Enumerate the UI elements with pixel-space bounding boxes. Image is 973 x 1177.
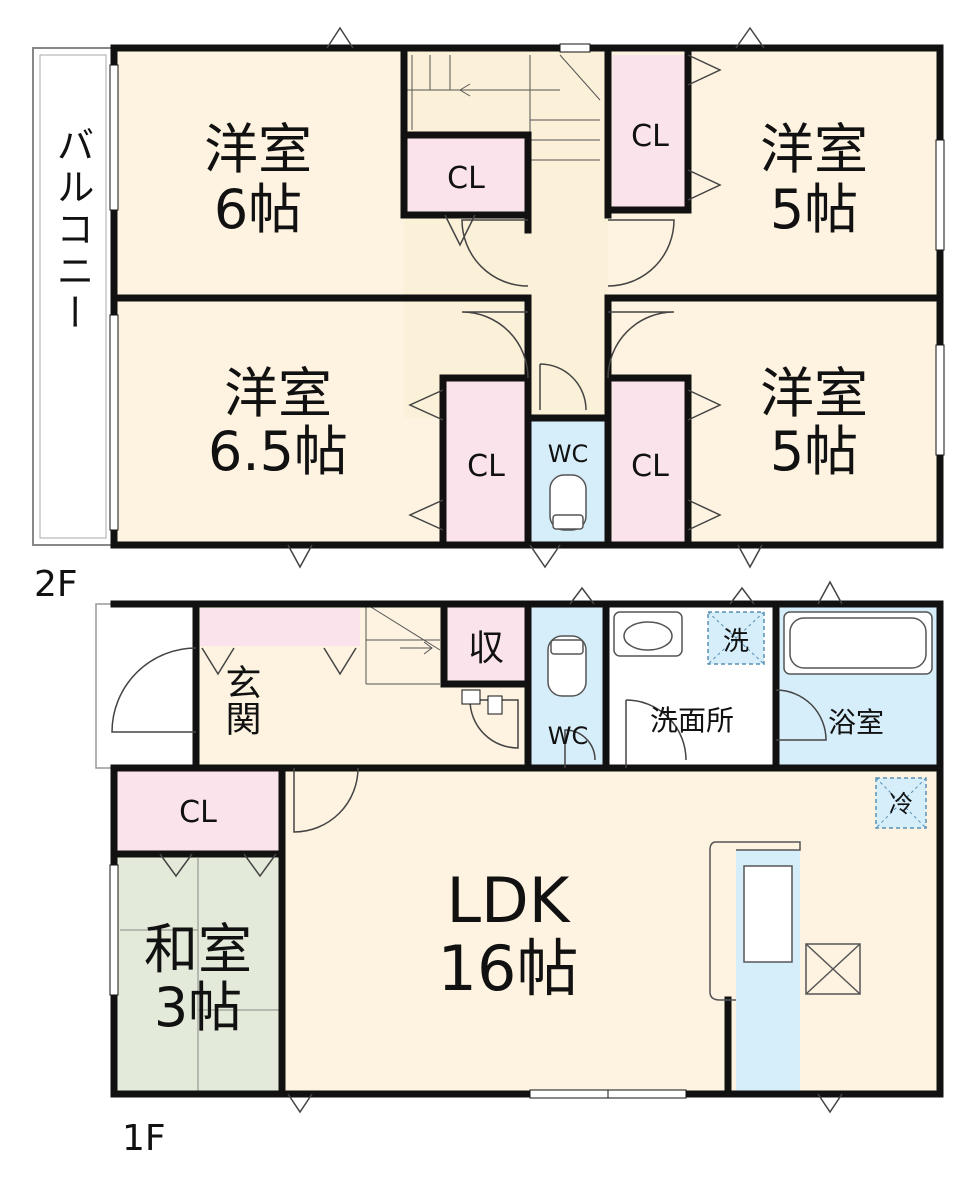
label-ldk-name: LDK	[447, 864, 571, 937]
label-fridge: 冷	[889, 790, 913, 818]
label-ldk-size: 16帖	[438, 932, 579, 1005]
label-closet-sw-2f: CL	[467, 449, 505, 484]
label-closet-center-2f: CL	[447, 161, 485, 196]
stair-hall-2f	[404, 50, 608, 418]
room-western-nw	[114, 50, 404, 298]
label-western-ne-name: 洋室	[760, 118, 868, 181]
closet-center-2f	[404, 135, 526, 215]
label-laundry: 洗	[723, 627, 749, 657]
label-western-ne-size: 5帖	[770, 178, 858, 241]
closet-ne-2f	[612, 55, 688, 210]
label-floor-1f: 1F	[122, 1118, 166, 1159]
storage-1f	[444, 604, 528, 684]
balcony-area	[32, 47, 114, 546]
label-closet-ne-2f: CL	[631, 119, 669, 154]
label-closet-se-2f: CL	[631, 449, 669, 484]
closet-1f	[114, 768, 282, 854]
porch	[95, 603, 197, 769]
label-western-sw-name: 洋室	[224, 362, 332, 425]
label-japanese-name: 和室	[144, 918, 252, 981]
label-toilet-1f: WC	[548, 722, 589, 750]
label-japanese-size: 3帖	[154, 976, 242, 1039]
label-washroom: 洗面所	[650, 704, 734, 737]
label-western-sw-size: 6.5帖	[208, 420, 348, 483]
shoe-closet	[200, 608, 360, 646]
label-toilet-2f: WC	[548, 440, 589, 468]
label-closet-1f: CL	[179, 795, 217, 830]
closet-se-2f	[612, 378, 688, 542]
floor-1f: 玄関 収 WC 洗面所 洗 浴室 冷 LDK 16帖 CL 和室 3帖 1F	[95, 580, 944, 1159]
label-western-se-name: 洋室	[760, 362, 868, 425]
label-bath: 浴室	[828, 706, 884, 739]
label-western-se-size: 5帖	[770, 420, 858, 483]
label-entrance: 玄関	[220, 664, 261, 736]
ldk-room	[282, 768, 940, 1094]
closet-sw-2f	[443, 378, 528, 542]
label-balcony: バルコニー	[50, 125, 94, 335]
label-western-nw-name: 洋室	[204, 118, 312, 181]
label-storage-1f: 収	[468, 628, 504, 669]
label-western-nw-size: 6帖	[214, 178, 302, 241]
label-floor-2f: 2F	[34, 564, 78, 605]
floor-2f: 洋室 6帖 洋室 5帖 洋室 6.5帖 洋室 5帖 CL CL CL CL WC…	[32, 26, 945, 605]
